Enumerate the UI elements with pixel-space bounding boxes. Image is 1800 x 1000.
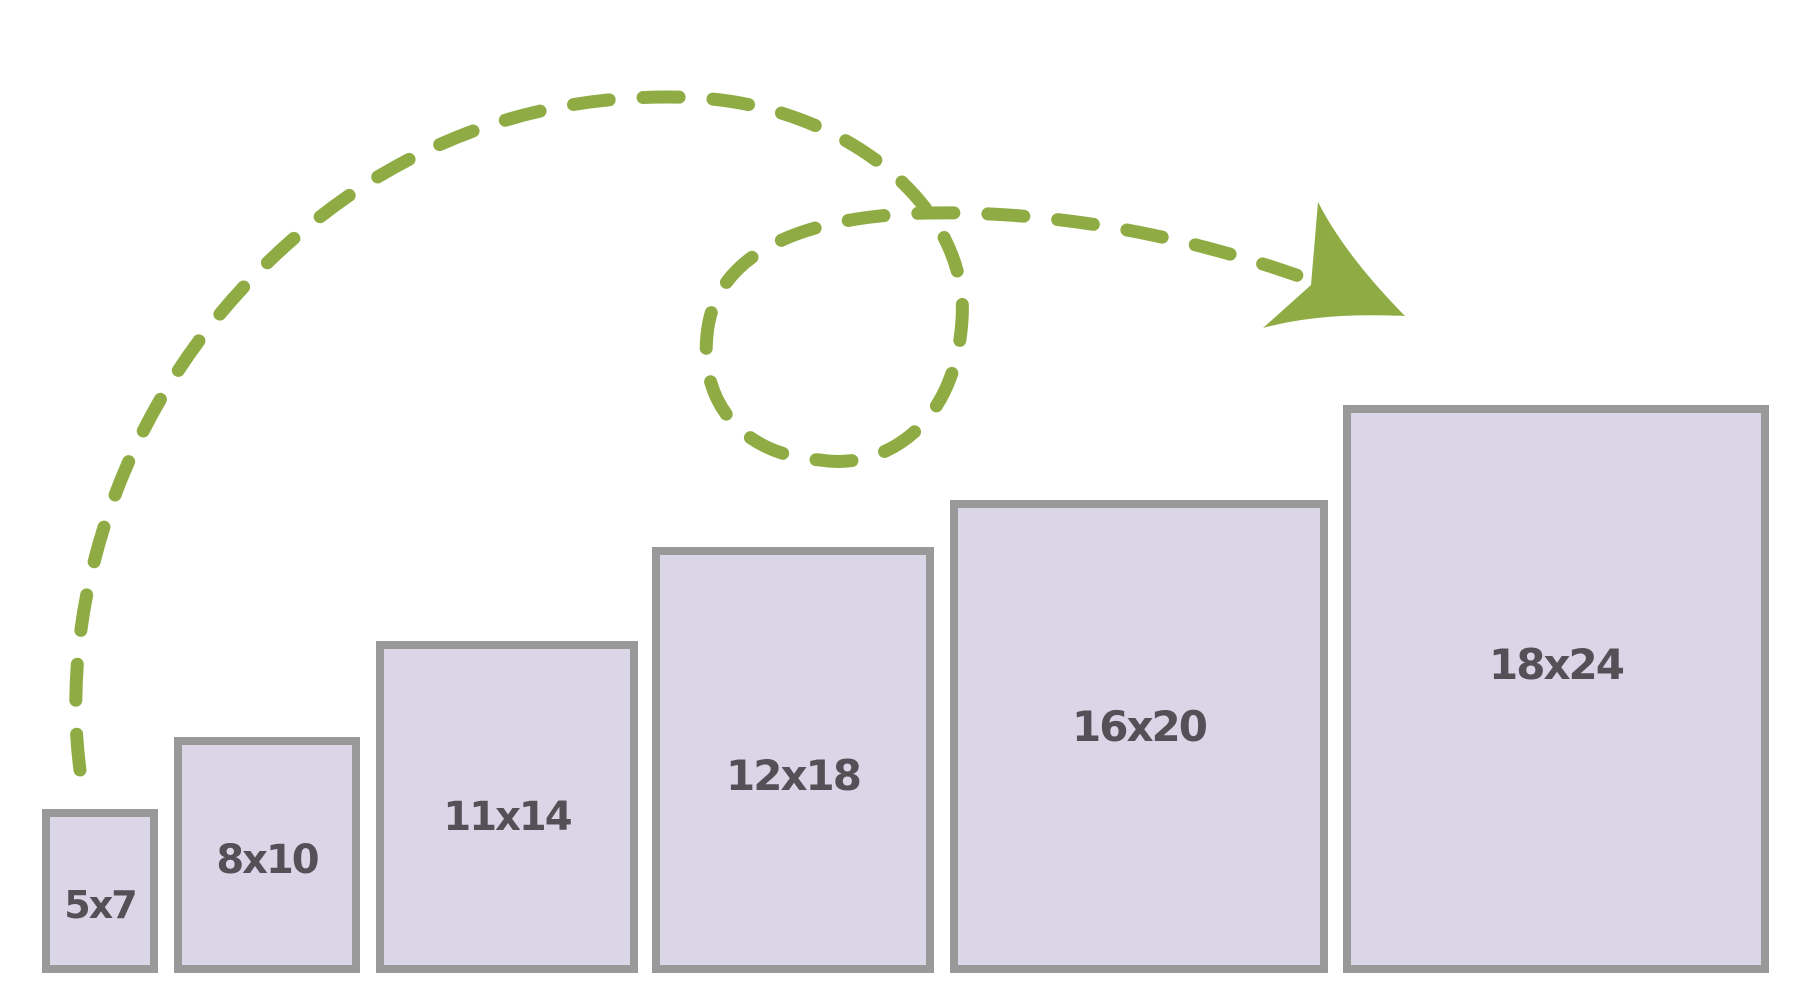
frame-8x10: 8x10 (174, 737, 360, 973)
dashed-loop-path (69, 90, 1317, 777)
frame-label: 12x18 (726, 750, 862, 800)
frame-12x18: 12x18 (652, 547, 934, 973)
frame-label: 8x10 (216, 837, 319, 883)
frame-label: 18x24 (1489, 639, 1625, 689)
frame-label: 16x20 (1072, 702, 1208, 751)
frame-label: 11x14 (443, 794, 572, 840)
frame-16x20: 16x20 (950, 500, 1328, 973)
frame-11x14: 11x14 (376, 641, 638, 973)
arrowhead-icon (1263, 202, 1405, 328)
frame-18x24: 18x24 (1343, 405, 1769, 973)
frame-5x7: 5x7 (42, 809, 158, 973)
frame-label: 5x7 (64, 883, 137, 927)
